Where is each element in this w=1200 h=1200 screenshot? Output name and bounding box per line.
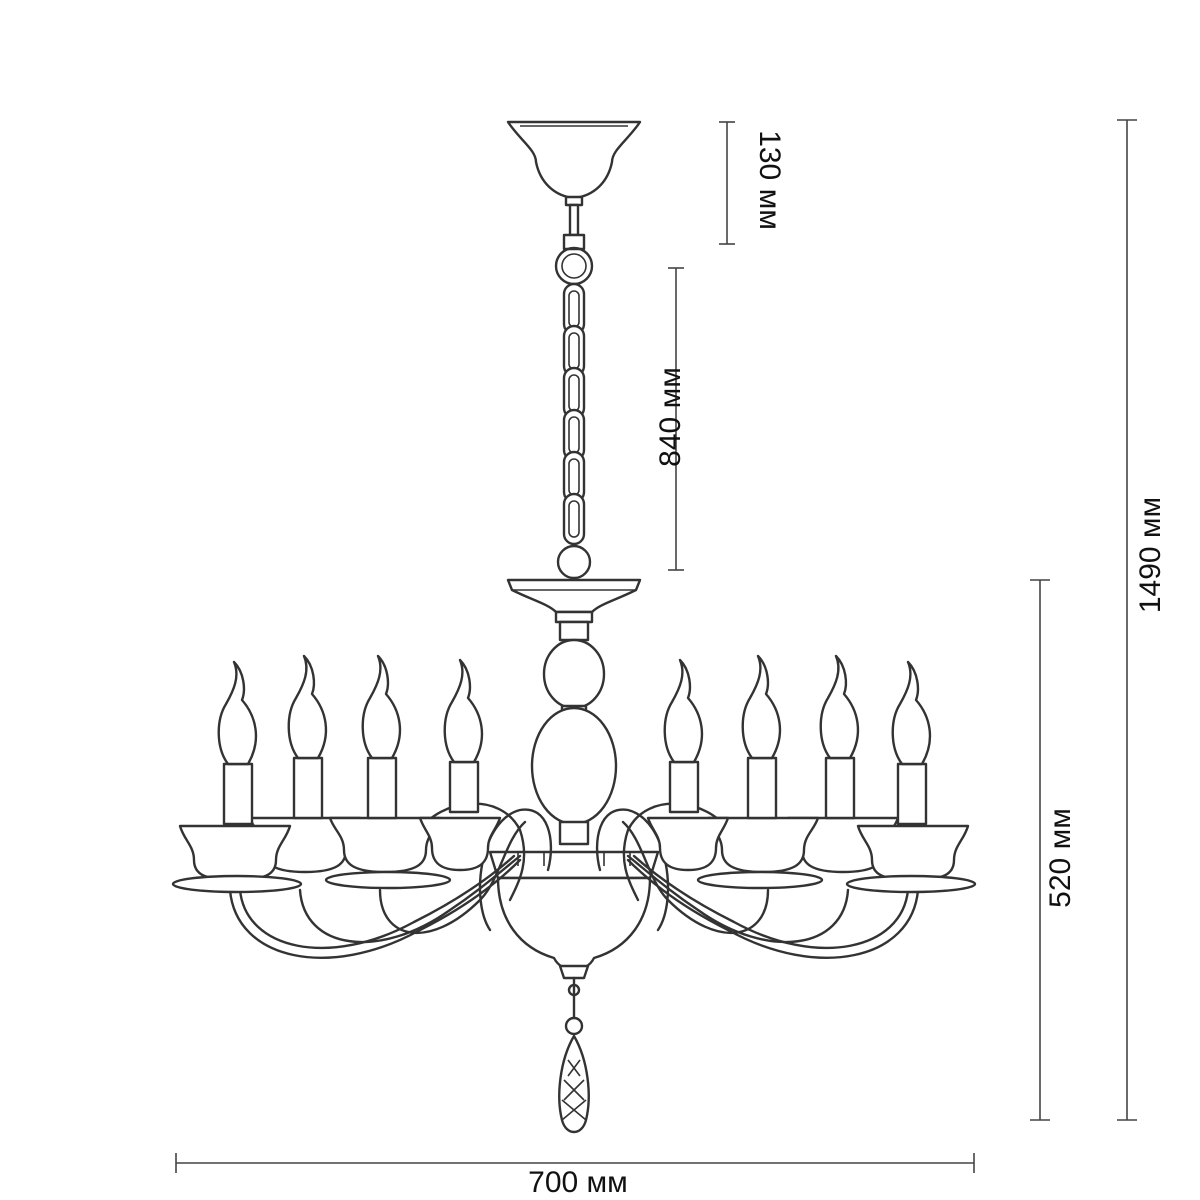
crystal-pendant: [558, 976, 590, 1134]
central-stem: [506, 578, 642, 846]
dimension-canopy: [719, 121, 735, 245]
candle-bulb-icon: [819, 654, 860, 820]
total-height-label: 1490 мм: [1134, 497, 1167, 613]
arm-hub-bowl: [488, 850, 660, 980]
canopy-height-label: 130 мм: [753, 130, 786, 230]
dimension-width: [175, 1153, 975, 1173]
dimension-chain: [668, 267, 684, 571]
chain: [554, 246, 594, 580]
candle-bulb-icon: [361, 654, 402, 820]
candle-cups: [171, 816, 977, 894]
dimension-body-height: [1030, 579, 1050, 1121]
candle-bulb-icon: [741, 654, 782, 820]
candle-bulb-icon: [443, 658, 484, 814]
chain-length-label: 840 мм: [654, 367, 687, 467]
candle-bulb-icon: [217, 660, 258, 826]
curved-arms: [228, 802, 920, 959]
candle-bulb-icon: [287, 654, 328, 820]
candle-bulb-icon: [891, 660, 932, 826]
body-height-label: 520 мм: [1044, 808, 1077, 908]
candle-bulb-icon: [663, 658, 704, 814]
candle-bulbs: [217, 654, 932, 826]
width-label: 700 мм: [528, 1166, 628, 1199]
ceiling-canopy: [506, 120, 642, 251]
dimension-total-height: [1117, 119, 1137, 1121]
